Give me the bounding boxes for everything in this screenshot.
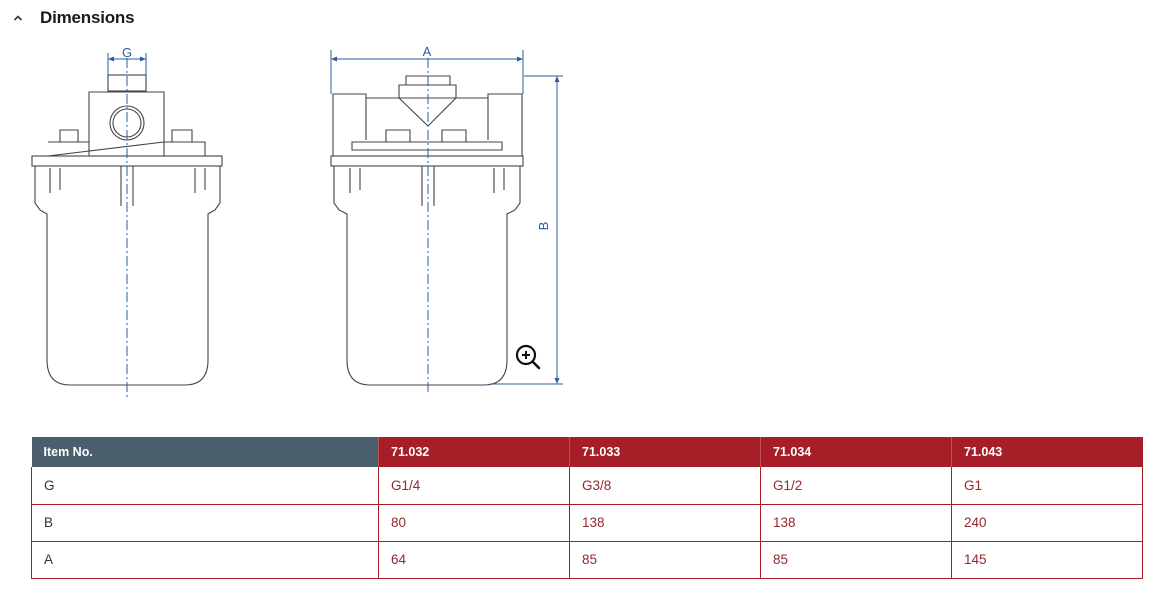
dimensions-section-toggle[interactable]: Dimensions xyxy=(8,5,135,31)
dimension-drawing: G A B xyxy=(31,44,563,398)
section-title: Dimensions xyxy=(40,8,135,27)
table-cell: 138 xyxy=(760,504,952,542)
dimension-label-g: G xyxy=(122,45,132,60)
table-cell: 85 xyxy=(569,541,761,579)
table-row: A 64 85 85 145 xyxy=(31,541,1143,579)
zoom-in-icon[interactable] xyxy=(514,343,542,371)
table-cell: G3/8 xyxy=(569,467,761,505)
header-item: 71.034 xyxy=(760,437,952,467)
header-item-no: Item No. xyxy=(31,437,379,467)
row-label: G xyxy=(31,467,379,505)
table-cell: 138 xyxy=(569,504,761,542)
table-cell: 85 xyxy=(760,541,952,579)
table-cell: G1/4 xyxy=(378,467,570,505)
table-cell: 240 xyxy=(951,504,1143,542)
table-header-row: Item No. 71.032 71.033 71.034 71.043 xyxy=(31,437,1143,467)
table-cell: G1 xyxy=(951,467,1143,505)
table-cell: 145 xyxy=(951,541,1143,579)
row-label: A xyxy=(31,541,379,579)
row-label: B xyxy=(31,504,379,542)
dimension-label-a: A xyxy=(423,44,432,59)
table-cell: G1/2 xyxy=(760,467,952,505)
dimensions-table: Item No. 71.032 71.033 71.034 71.043 G G… xyxy=(31,437,1143,579)
header-item: 71.032 xyxy=(378,437,570,467)
dimension-label-b: B xyxy=(536,222,551,231)
header-item: 71.033 xyxy=(569,437,761,467)
chevron-up-icon[interactable] xyxy=(8,8,28,28)
front-view-drawing xyxy=(330,75,524,386)
header-item: 71.043 xyxy=(951,437,1143,467)
table-row: B 80 138 138 240 xyxy=(31,504,1143,542)
table-cell: 64 xyxy=(378,541,570,579)
table-row: G G1/4 G3/8 G1/2 G1 xyxy=(31,467,1143,505)
table-cell: 80 xyxy=(378,504,570,542)
